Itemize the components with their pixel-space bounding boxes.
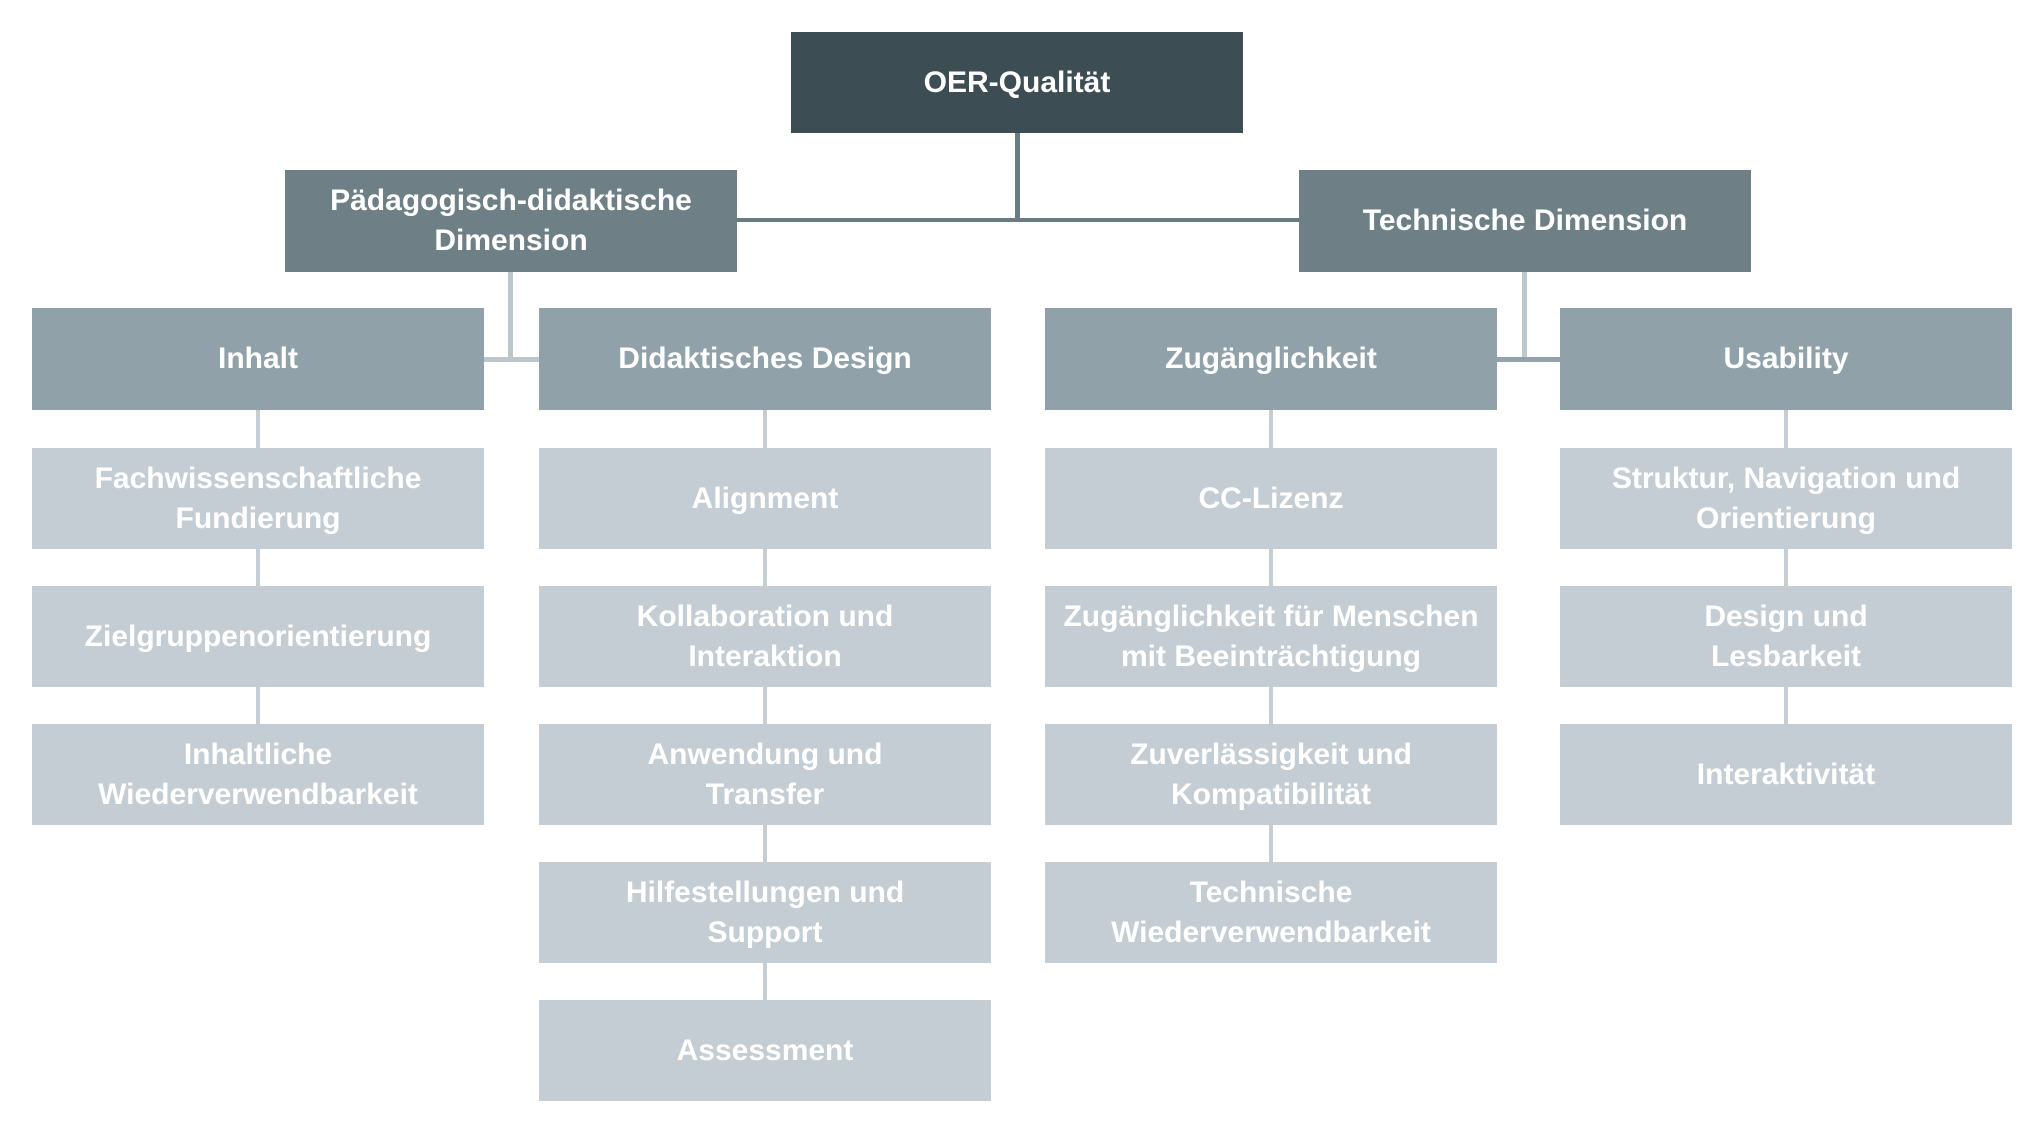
connector-col1-seg2 — [256, 549, 260, 586]
node-zuverlaessigkeit-und-kompatibilitaet: Zuverlässigkeit und Kompatibilität — [1045, 724, 1497, 825]
node-inhaltliche-wiederverwendbarkeit: Inhaltliche Wiederverwendbarkeit — [32, 724, 484, 825]
connector-col4-seg2 — [1784, 549, 1788, 586]
node-paedagogisch-didaktische-dimension: Pädagogisch-didaktische Dimension — [285, 170, 737, 272]
connector-col2-seg4 — [763, 825, 767, 862]
connector-col3-seg1 — [1269, 410, 1273, 448]
node-technische-dimension: Technische Dimension — [1299, 170, 1751, 272]
connector-stub-inhalt-didaktisches — [484, 357, 539, 362]
node-zugaenglichkeit-fuer-menschen-mit-beeintraechtigung: Zugänglichkeit für Menschen mit Beeinträ… — [1045, 586, 1497, 687]
node-alignment: Alignment — [539, 448, 991, 549]
connector-root-drop — [1015, 133, 1020, 222]
connector-col2-seg5 — [763, 963, 767, 1000]
node-zugaenglichkeit: Zugänglichkeit — [1045, 308, 1497, 410]
node-interaktivitaet: Interaktivität — [1560, 724, 2012, 825]
node-fachwissenschaftliche-fundierung: Fachwissenschaftliche Fundierung — [32, 448, 484, 549]
connector-col4-seg1 — [1784, 410, 1788, 448]
connector-stub-zugaenglichkeit-usability — [1497, 357, 1560, 362]
connector-dimensions-horizontal — [737, 218, 1299, 222]
connector-col2-seg3 — [763, 687, 767, 724]
node-hilfestellungen-und-support: Hilfestellungen und Support — [539, 862, 991, 963]
node-usability: Usability — [1560, 308, 2012, 410]
node-inhalt: Inhalt — [32, 308, 484, 410]
connector-col2-seg2 — [763, 549, 767, 586]
node-cc-lizenz: CC-Lizenz — [1045, 448, 1497, 549]
connector-col2-seg1 — [763, 410, 767, 448]
connector-col3-seg4 — [1269, 825, 1273, 862]
connector-pedagogical-drop — [508, 272, 513, 360]
node-design-und-lesbarkeit: Design und Lesbarkeit — [1560, 586, 2012, 687]
node-anwendung-und-transfer: Anwendung und Transfer — [539, 724, 991, 825]
node-kollaboration-und-interaktion: Kollaboration und Interaktion — [539, 586, 991, 687]
connector-col1-seg1 — [256, 410, 260, 448]
connector-technical-drop — [1522, 272, 1527, 360]
node-technische-wiederverwendbarkeit: Technische Wiederverwendbarkeit — [1045, 862, 1497, 963]
connector-col3-seg3 — [1269, 687, 1273, 724]
node-didaktisches-design: Didaktisches Design — [539, 308, 991, 410]
connector-col3-seg2 — [1269, 549, 1273, 586]
node-assessment: Assessment — [539, 1000, 991, 1101]
connector-col1-seg3 — [256, 687, 260, 724]
node-oer-qualitaet: OER-Qualität — [791, 32, 1243, 133]
node-struktur-navigation-und-orientierung: Struktur, Navigation und Orientierung — [1560, 448, 2012, 549]
node-zielgruppenorientierung: Zielgruppenorientierung — [32, 586, 484, 687]
connector-col4-seg3 — [1784, 687, 1788, 724]
